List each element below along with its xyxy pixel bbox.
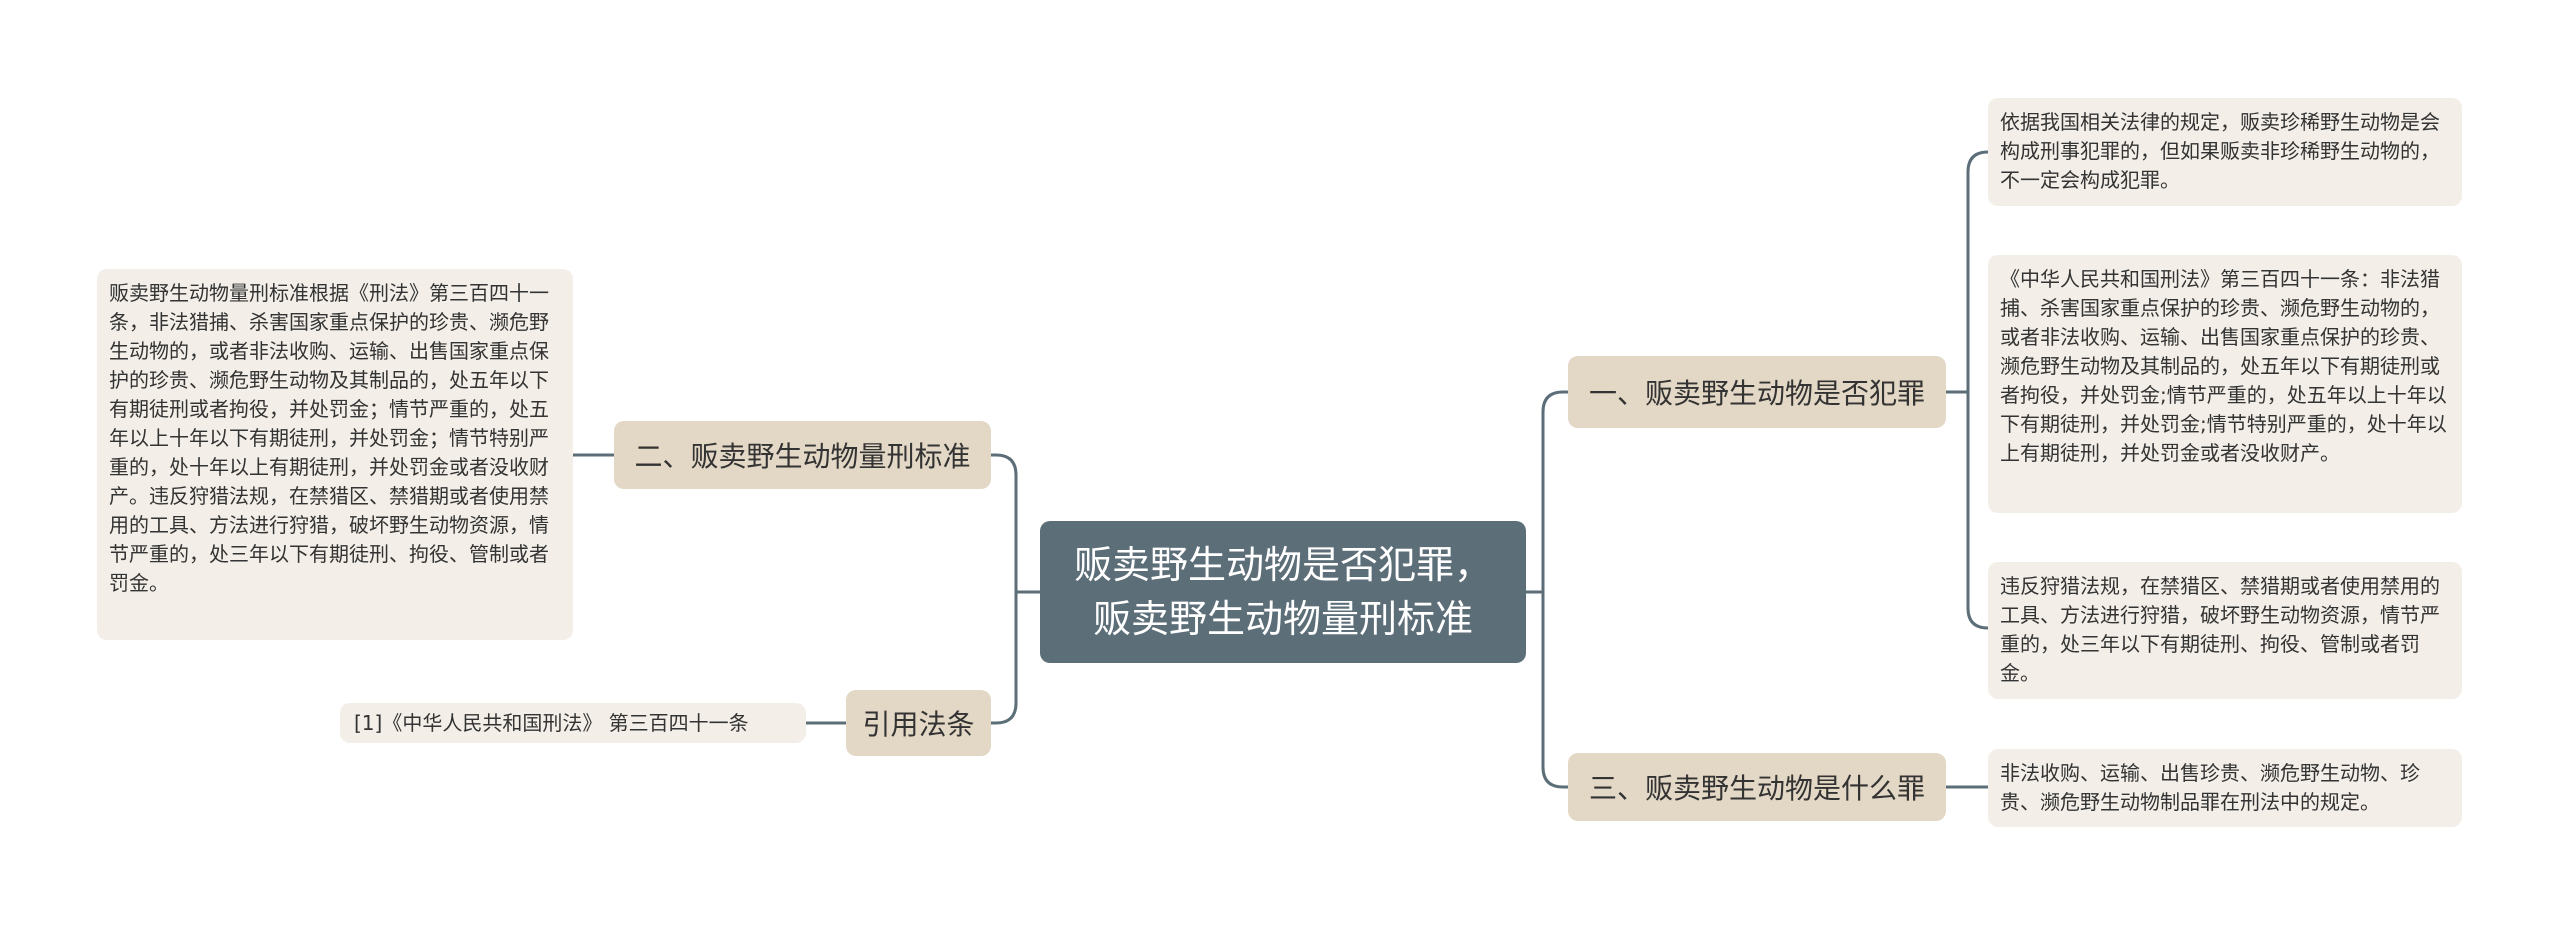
root-label-line1: 贩卖野生动物是否犯罪， [1073, 543, 1492, 587]
leaf-node-legal-basis[interactable]: 依据我国相关法律的规定，贩卖珍稀野生动物是会构成刑事犯罪的，但如果贩卖非珍稀野生… [1988, 98, 2462, 206]
connector-root-branch1 [1524, 390, 1570, 594]
branch-node-what-crime[interactable]: 三、贩卖野生动物是什么罪 [1568, 753, 1946, 821]
branch-node-is-crime[interactable]: 一、贩卖野生动物是否犯罪 [1568, 356, 1946, 428]
leaf-node-hunting-violation[interactable]: 违反狩猎法规，在禁猎区、禁猎期或者使用禁用的工具、方法进行狩猎，破坏野生动物资源… [1988, 562, 2462, 699]
connector-root-branch4 [989, 590, 1042, 725]
leaf-node-citation[interactable]: [1]《中华人民共和国刑法》 第三百四十一条 [340, 703, 806, 743]
leaf-node-sentencing-detail[interactable]: 贩卖野生动物量刑标准根据《刑法》第三百四十一条，非法猎捕、杀害国家重点保护的珍贵… [97, 269, 573, 640]
leaf-node-criminal-law-341[interactable]: 《中华人民共和国刑法》第三百四十一条：非法猎捕、杀害国家重点保护的珍贵、濒危野生… [1988, 255, 2462, 513]
root-node[interactable]: 贩卖野生动物是否犯罪， 贩卖野生动物量刑标准 [1040, 521, 1526, 663]
branch-node-sentencing-standard[interactable]: 二、贩卖野生动物量刑标准 [614, 421, 991, 489]
connector-root-branch3 [1524, 590, 1570, 789]
root-label-line2: 贩卖野生动物量刑标准 [1092, 597, 1473, 641]
root-label: 贩卖野生动物是否犯罪， 贩卖野生动物量刑标准 [1074, 538, 1492, 646]
branch-node-cited-law[interactable]: 引用法条 [846, 690, 991, 756]
connector-root-branch2 [989, 453, 1042, 594]
connector-branch1-leaf3 [1966, 390, 1990, 630]
leaf-node-crime-name[interactable]: 非法收购、运输、出售珍贵、濒危野生动物、珍贵、濒危野生动物制品罪在刑法中的规定。 [1988, 749, 2462, 827]
connector-branch1-leaf1 [1944, 150, 1990, 394]
